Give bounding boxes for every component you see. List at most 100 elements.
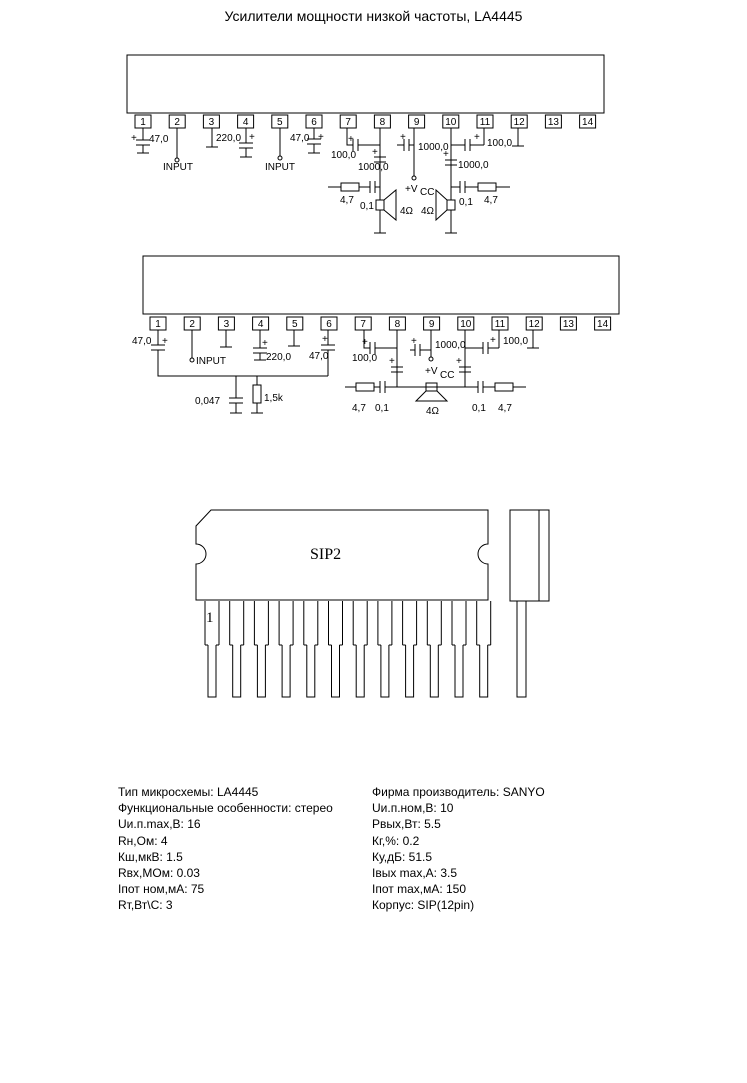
spec-line: Pвых,Вт: 5.5 bbox=[372, 817, 441, 832]
c1-c-right-label: 0,1 bbox=[459, 197, 473, 208]
pin-number: 2 bbox=[189, 319, 195, 330]
pin-number: 13 bbox=[548, 117, 560, 128]
pin-box bbox=[559, 316, 577, 331]
svg-text:+: + bbox=[262, 338, 268, 349]
pin-box bbox=[476, 114, 494, 129]
c1-out-r-label: 1000,0 bbox=[458, 160, 489, 171]
c1-c-left-label: 0,1 bbox=[360, 201, 374, 212]
pin-number: 14 bbox=[582, 117, 594, 128]
c2-c-right-label: 0,1 bbox=[472, 403, 486, 414]
c2-pin4-label: 220,0 bbox=[266, 352, 291, 363]
speaker-left-icon bbox=[375, 199, 385, 211]
package-lead bbox=[278, 601, 294, 698]
svg-text:+: + bbox=[322, 334, 328, 345]
pin-number: 10 bbox=[460, 319, 472, 330]
package-lead bbox=[253, 601, 269, 698]
pin-number: 1 bbox=[140, 117, 146, 128]
svg-text:+: + bbox=[348, 134, 354, 145]
page-title: Усилители мощности низкой частоты, LA444… bbox=[224, 8, 523, 24]
svg-text:+: + bbox=[389, 356, 395, 367]
pin-number: 8 bbox=[395, 319, 401, 330]
pin-box bbox=[252, 316, 270, 331]
spec-line: Iпот max,мА: 150 bbox=[372, 882, 467, 897]
pin-number: 4 bbox=[258, 319, 264, 330]
svg-text:+: + bbox=[362, 337, 368, 348]
svg-text:+: + bbox=[162, 336, 168, 347]
package-side-lead bbox=[516, 600, 527, 698]
sip-package-drawing: SIP2 1 bbox=[195, 509, 550, 698]
pin-number: 7 bbox=[345, 117, 351, 128]
svg-text:+: + bbox=[400, 132, 406, 143]
c1-r-right-label: 4,7 bbox=[484, 195, 498, 206]
pin-box bbox=[354, 316, 372, 331]
c2-c047-label: 0,047 bbox=[195, 396, 220, 407]
package-lead bbox=[377, 601, 393, 698]
c1-vcc-cap-label: 1000,0 bbox=[418, 142, 449, 153]
svg-text:+: + bbox=[474, 132, 480, 143]
package-lead bbox=[328, 601, 343, 698]
pin-number: 5 bbox=[292, 319, 298, 330]
c1-input-b-label: INPUT bbox=[265, 162, 295, 173]
pin-number: 6 bbox=[311, 117, 317, 128]
pin-number: 9 bbox=[429, 319, 435, 330]
ic-body-1 bbox=[126, 54, 605, 114]
pin-number: 11 bbox=[480, 117, 491, 128]
svg-text:+: + bbox=[456, 356, 462, 367]
spec-line: Rвх,МОм: 0.03 bbox=[118, 866, 200, 881]
spec-line: Iпот ном,мА: 75 bbox=[118, 882, 205, 897]
specs-right-column: Фирма производитель: SANYO Uи.п.ном,В: 1… bbox=[372, 784, 545, 914]
pin-number: 9 bbox=[414, 117, 420, 128]
c2-pin6-label: 47,0 bbox=[309, 351, 329, 362]
pin-number: 10 bbox=[445, 117, 457, 128]
spec-line: Фирма производитель: SANYO bbox=[372, 785, 545, 799]
spec-line: Uи.п.max,В: 16 bbox=[118, 817, 201, 832]
c2-spk-label: 4Ω bbox=[426, 406, 440, 417]
c1-out-l-label: 1000,0 bbox=[358, 162, 389, 173]
pin-box bbox=[491, 316, 509, 331]
spec-line: Кг,%: 0.2 bbox=[372, 833, 420, 848]
spec-line: Iвых max,А: 3.5 bbox=[372, 866, 458, 881]
spec-line: Ку,дБ: 51.5 bbox=[372, 849, 433, 864]
specs-left-column: Тип микросхемы: LA4445 Функциональные ос… bbox=[118, 784, 333, 914]
pin-number: 3 bbox=[224, 319, 230, 330]
package-name: SIP2 bbox=[310, 546, 341, 563]
pin-box bbox=[423, 316, 441, 331]
pin-number: 12 bbox=[529, 319, 541, 330]
package-pin1-label: 1 bbox=[206, 610, 214, 626]
pin-box bbox=[457, 316, 475, 331]
c2-r-left-label: 4,7 bbox=[352, 403, 366, 414]
c1-pin1-label: 47,0 bbox=[149, 134, 169, 145]
c1-input-a-label: INPUT bbox=[163, 162, 193, 173]
c2-vcc-cap-label: 1000,0 bbox=[435, 340, 466, 351]
c2-input-label: INPUT bbox=[196, 356, 226, 367]
package-side-view bbox=[509, 509, 550, 602]
package-lead bbox=[352, 601, 368, 698]
pin-number: 6 bbox=[326, 319, 332, 330]
ic-body-2 bbox=[142, 255, 620, 315]
package-lead bbox=[402, 601, 418, 698]
spec-line: Rт,Вт\С: 3 bbox=[118, 898, 173, 913]
pin-box bbox=[202, 114, 220, 129]
package-lead bbox=[476, 601, 492, 698]
pin-number: 11 bbox=[495, 319, 506, 330]
c1-r-left-label: 4,7 bbox=[340, 195, 354, 206]
c1-spk-left-label: 4Ω bbox=[400, 206, 414, 217]
c2-pin11-label: 100,0 bbox=[503, 336, 528, 347]
spec-line: Корпус: SIP(12pin) bbox=[372, 898, 475, 913]
pin-number: 8 bbox=[380, 117, 386, 128]
pin-box bbox=[320, 316, 338, 331]
package-lead bbox=[229, 601, 245, 698]
c2-pin7-label: 100,0 bbox=[352, 353, 377, 364]
pin-number: 3 bbox=[209, 117, 215, 128]
c2-c-left-label: 0,1 bbox=[375, 403, 389, 414]
c2-vcc-sub: CC bbox=[440, 370, 454, 381]
c2-vcc-label: +V bbox=[425, 366, 438, 377]
package-leads bbox=[204, 601, 492, 698]
c1-pin7-label: 100,0 bbox=[331, 150, 356, 161]
speaker-right-icon bbox=[446, 199, 456, 211]
pin-box bbox=[510, 114, 528, 129]
